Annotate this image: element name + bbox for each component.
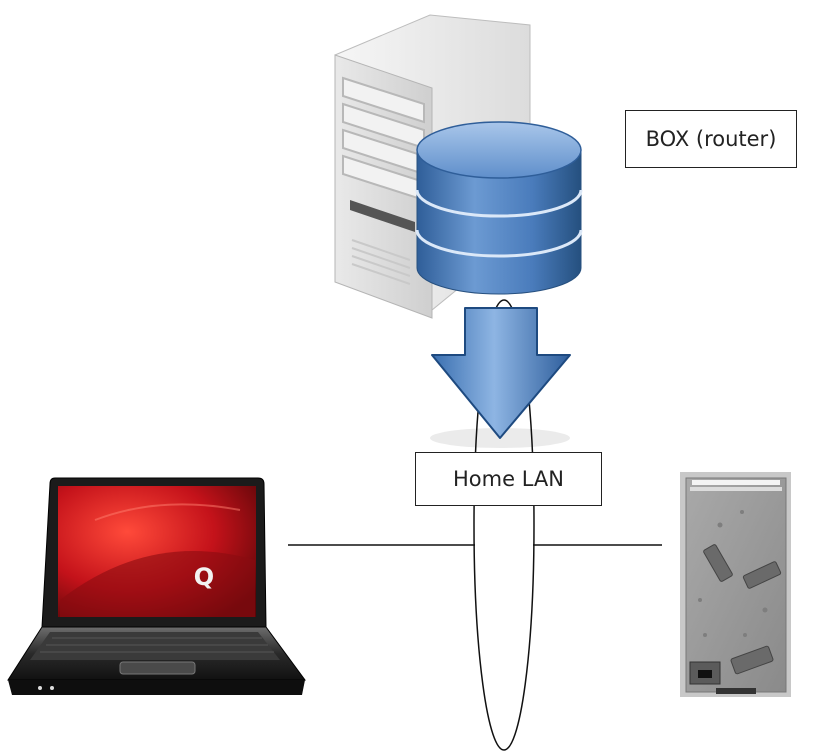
lan-label: Home LAN: [453, 467, 564, 491]
arrow-down-icon: [430, 307, 571, 448]
nas-device-icon: [680, 472, 791, 697]
router-label-box: BOX (router): [625, 110, 797, 168]
lan-label-box: Home LAN: [415, 452, 602, 506]
router-label: BOX (router): [645, 127, 777, 151]
lan-backbone-ellipse: [473, 299, 535, 751]
laptop-icon: Q: [7, 477, 306, 695]
laptop-brand-mark: Q: [194, 563, 214, 591]
server-database-icon: [334, 14, 583, 319]
